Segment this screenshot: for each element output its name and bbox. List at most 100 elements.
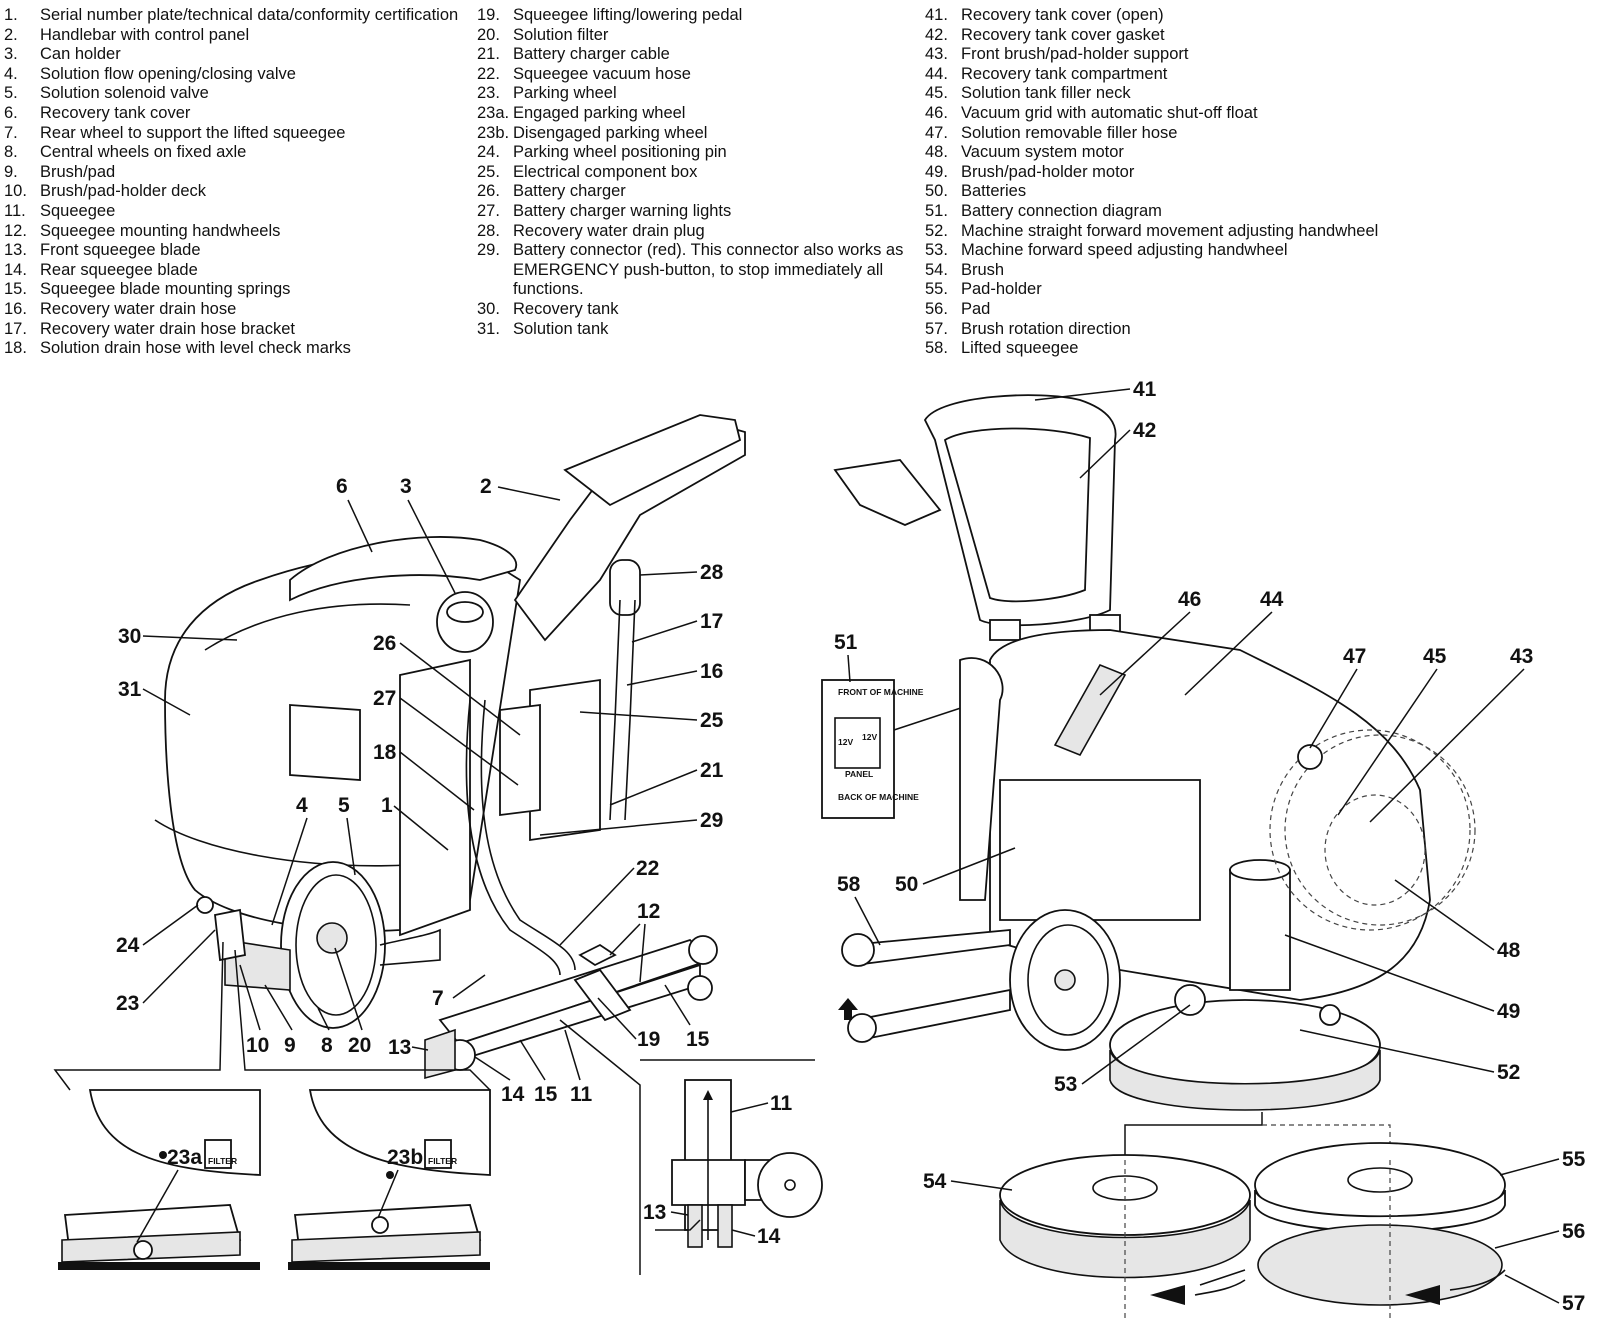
callout-3: 3 [400, 475, 412, 498]
legend-item: 28.Recovery water drain plug [477, 222, 913, 242]
legend-item-number: 44. [925, 64, 948, 83]
legend-item-text: Parking wheel [513, 84, 617, 103]
legend-item-text: Battery connector (red). This connector … [513, 241, 904, 299]
legend-item-text: Electrical component box [513, 162, 698, 181]
legend-item-text: Serial number plate/technical data/confo… [40, 6, 459, 24]
legend-item-text: Front squeegee blade [40, 241, 201, 260]
legend-item: 51.Battery connection diagram [925, 202, 1378, 222]
legend-item-text: Handlebar with control panel [40, 25, 250, 44]
callout-25: 25 [700, 709, 724, 732]
legend-item-text: Front brush/pad-holder support [961, 45, 1189, 64]
diagram-back-label: BACK OF MACHINE [838, 792, 919, 802]
legend-item-number: 58. [925, 339, 948, 358]
legend-item: 17.Recovery water drain hose bracket [4, 320, 458, 340]
callout-13b: 13 [643, 1201, 666, 1224]
legend-item-text: Battery charger warning lights [513, 201, 732, 220]
legend-item-text: Recovery water drain hose bracket [40, 319, 295, 338]
legend-item-text: Brush [961, 260, 1005, 279]
legend-item: 42.Recovery tank cover gasket [925, 26, 1378, 46]
right-machine-illustration [833, 394, 1506, 1320]
legend-item-text: Engaged parking wheel [513, 103, 686, 122]
callout-10: 10 [246, 1034, 269, 1057]
legend-item-number: 10. [4, 182, 27, 201]
callout-14a: 14 [501, 1083, 525, 1106]
callout-58: 58 [837, 873, 861, 896]
legend-item-text: Disengaged parking wheel [513, 123, 708, 142]
legend-item: 7.Rear wheel to support the lifted squee… [4, 124, 458, 144]
legend-column-3: 41.Recovery tank cover (open)42.Recovery… [925, 6, 1378, 359]
legend-item: 54.Brush [925, 261, 1378, 281]
legend-item-text: Brush rotation direction [961, 319, 1131, 338]
legend-item-text: Central wheels on fixed axle [40, 143, 247, 162]
legend-item-number: 29. [477, 241, 500, 260]
callout-16: 16 [700, 660, 723, 683]
legend-item-number: 31. [477, 319, 500, 338]
callout-15a: 15 [686, 1028, 710, 1051]
callout-1: 1 [381, 794, 393, 817]
legend-item: 25. Electrical component box [477, 163, 913, 183]
inset-parking-wheels: FILTER 23a FILTER 23b [53, 941, 491, 1270]
diagram-front-label: FRONT OF MACHINE [838, 687, 924, 697]
legend-item-number: 11. [4, 201, 26, 220]
legend-item-text: Recovery tank cover gasket [961, 25, 1165, 44]
callout-4: 4 [296, 794, 308, 817]
callout-14b: 14 [757, 1225, 781, 1248]
callout-11b: 11 [770, 1092, 793, 1115]
legend-item-text: Squeegee mounting handwheels [40, 221, 281, 240]
callout-5: 5 [338, 794, 350, 817]
legend-item: 41.Recovery tank cover (open) [925, 6, 1378, 26]
legend-item-number: 4. [4, 64, 18, 83]
filter-label-a: FILTER [208, 1156, 237, 1166]
callout-13: 13 [388, 1036, 411, 1059]
callout-45: 45 [1423, 645, 1447, 668]
legend-item-text: Parking wheel positioning pin [513, 143, 727, 162]
left-callouts: 6 3 2 28 17 30 31 26 16 27 25 18 21 29 4… [116, 475, 724, 1106]
legend-item-number: 30. [477, 299, 500, 318]
legend-item-text: Battery connection diagram [961, 201, 1162, 220]
legend-item-text: Vacuum system motor [961, 143, 1124, 162]
callout-30: 30 [118, 625, 141, 648]
legend-item-text: Recovery tank cover [40, 103, 191, 122]
legend-column-1: 1. Serial number plate/technical data/con… [4, 6, 458, 359]
callout-23: 23 [116, 992, 139, 1015]
legend-item-number: 9. [4, 162, 18, 181]
legend-item-number: 26. [477, 182, 500, 201]
legend-item: 49.Brush/pad-holder motor [925, 163, 1378, 183]
legend-item-number: 7. [4, 123, 18, 142]
callout-55: 55 [1562, 1148, 1586, 1171]
callout-17: 17 [700, 610, 723, 633]
callout-9: 9 [284, 1034, 296, 1057]
callout-46: 46 [1178, 588, 1201, 611]
legend-item: 23.Parking wheel [477, 84, 913, 104]
legend-item: 57.Brush rotation direction [925, 320, 1378, 340]
right-callouts: 41 42 46 44 47 45 43 58 50 48 49 52 53 5… [837, 378, 1586, 1315]
legend-item-number: 46. [925, 103, 948, 122]
callout-11a: 11 [570, 1083, 593, 1106]
legend-item-text: Squeegee [40, 201, 116, 220]
legend-item-number: 56. [925, 299, 948, 318]
legend-item: 27.Battery charger warning lights [477, 202, 913, 222]
legend-item-number: 53. [925, 241, 948, 260]
callout-41: 41 [1133, 378, 1157, 401]
callout-57: 57 [1562, 1292, 1585, 1315]
legend-item-number: 12. [4, 221, 27, 240]
callout-22: 22 [636, 857, 659, 880]
legend-item: 19.Squeegee lifting/lowering pedal [477, 6, 913, 26]
legend-item-number: 2. [4, 25, 18, 44]
legend-item: 44.Recovery tank compartment [925, 65, 1378, 85]
legend-item-number: 1. [4, 6, 18, 24]
legend-item-text: Brush/pad-holder deck [40, 182, 207, 201]
legend-item: 30.Recovery tank [477, 300, 913, 320]
legend-item-text: Solution solenoid valve [40, 84, 209, 103]
legend-item: 5.Solution solenoid valve [4, 84, 458, 104]
legend-item-number: 48. [925, 143, 948, 162]
callout-44: 44 [1260, 588, 1284, 611]
legend-item-number: 25. [477, 162, 500, 181]
legend-item-text: Brush/pad-holder motor [961, 162, 1135, 181]
legend-item-text: Squeegee vacuum hose [513, 64, 691, 83]
legend-item-text: Solution flow opening/closing valve [40, 64, 296, 83]
legend-item-number: 55. [925, 280, 948, 299]
legend-item: 53.Machine forward speed adjusting handw… [925, 241, 1378, 261]
panel-label: PANEL [845, 769, 873, 779]
